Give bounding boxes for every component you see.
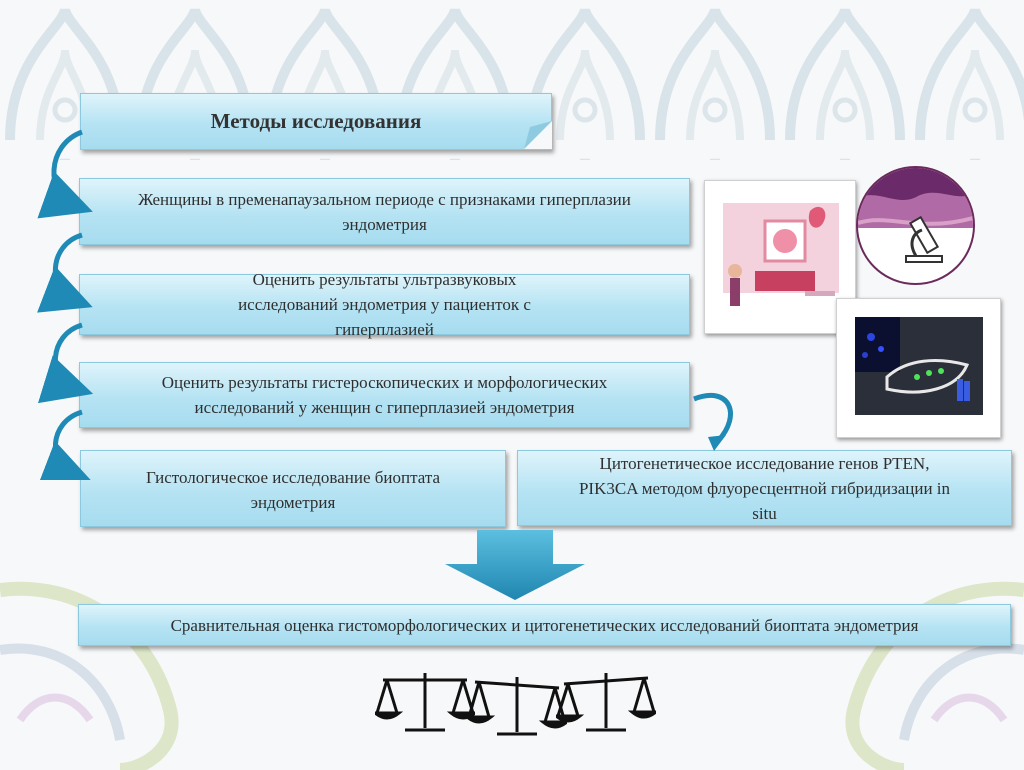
- step-box-4: Гистологическое исследование биоптата эн…: [80, 450, 506, 527]
- microscope-icon: [856, 166, 975, 285]
- step-text-1: Женщины в пременапаузальном периоде с пр…: [138, 189, 631, 234]
- step-text-3: Оценить результаты гистероскопических и …: [161, 373, 608, 417]
- step-box-5: Цитогенетическое исследование генов PTEN…: [517, 450, 1012, 526]
- scales-icon: [375, 673, 475, 732]
- conclusion-text: Сравнительная оценка гистоморфологически…: [170, 615, 919, 635]
- step-box-2: Оценить результаты ультразвуковых исслед…: [79, 270, 690, 339]
- curved-arrow-right: [693, 392, 733, 451]
- conclusion-box: Сравнительная оценка гистоморфологически…: [78, 604, 1011, 646]
- curved-arrows: [37, 129, 94, 480]
- title-text: Методы исследования: [210, 109, 422, 133]
- down-arrow: [445, 530, 585, 600]
- step-box-3: Оценить результаты гистероскопических и …: [79, 362, 690, 428]
- title-box: Методы исследования: [80, 93, 552, 150]
- step-text-5: Цитогенетическое исследование генов PTEN…: [578, 453, 951, 523]
- folded-corner: [524, 121, 552, 149]
- scales-icon: [467, 677, 567, 736]
- step-box-1: Женщины в пременапаузальном периоде с пр…: [79, 178, 690, 245]
- fish-image: [836, 298, 1001, 438]
- ultrasound-illustration: [704, 180, 856, 334]
- ornament-bottom-left: [0, 581, 179, 770]
- scales-icon: [556, 673, 656, 732]
- step-text-2: Оценить результаты ультразвуковых исслед…: [238, 270, 531, 339]
- ornament-bottom-right: [845, 581, 1024, 770]
- step-text-4: Гистологическое исследование биоптата эн…: [145, 468, 441, 512]
